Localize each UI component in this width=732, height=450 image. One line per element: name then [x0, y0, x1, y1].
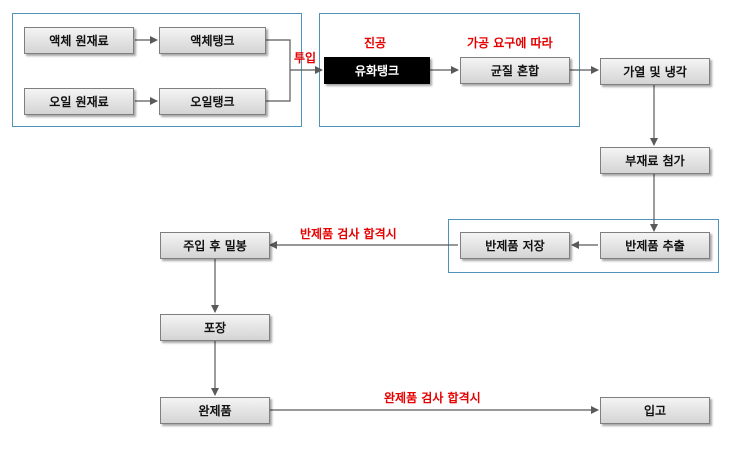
node-packaging: 포장 [160, 314, 270, 341]
node-semi-extract: 반제품 추출 [600, 232, 710, 259]
node-fill-seal: 주입 후 밀봉 [160, 232, 270, 259]
semi-product-group [448, 219, 719, 273]
label-input: 투입 [294, 51, 317, 65]
label-semi-inspection-pass: 반제품 검사 합격시 [300, 227, 397, 241]
node-warehousing: 입고 [600, 397, 710, 424]
node-liquid-raw: 액체 원재료 [24, 27, 134, 54]
node-heat-cool: 가열 및 냉각 [600, 58, 710, 85]
label-per-processing: 가공 요구에 따라 [467, 36, 553, 50]
node-add-sub-material: 부재료 첨가 [600, 147, 710, 174]
edge-liquid-tank-to-input [266, 39, 291, 70]
label-vacuum: 진공 [364, 36, 387, 50]
node-oil-raw: 오일 원재료 [24, 88, 134, 115]
edge-oil-tank-to-input [266, 70, 291, 102]
node-liquid-tank: 액체탱크 [159, 27, 266, 54]
node-finished-product: 완제품 [160, 397, 270, 424]
node-emulsion-tank: 유화탱크 [324, 57, 430, 84]
label-final-inspection-pass: 완제품 검사 합격시 [384, 391, 481, 405]
node-semi-store: 반제품 저장 [460, 232, 570, 259]
node-oil-tank: 오일탱크 [159, 88, 266, 115]
node-uniform-mix: 균질 혼합 [460, 57, 570, 84]
